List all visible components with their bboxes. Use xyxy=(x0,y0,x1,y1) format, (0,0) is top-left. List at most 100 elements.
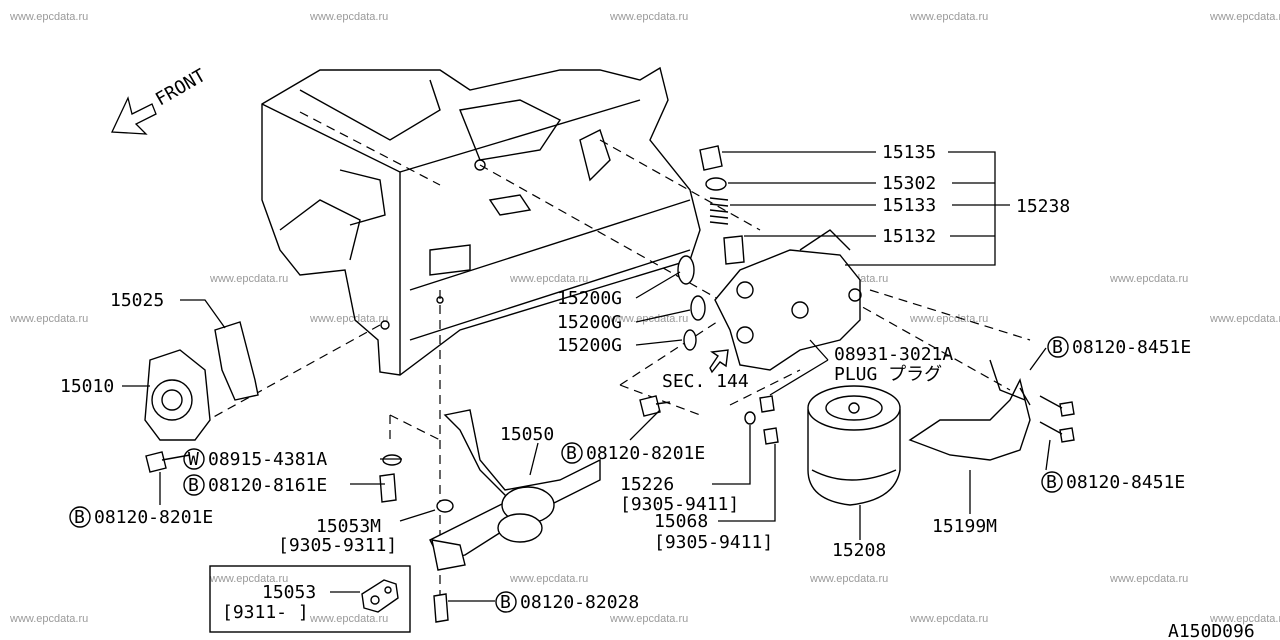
watermark: www.epcdata.ru xyxy=(209,573,288,585)
plug-text-label: PLUG プラグ xyxy=(834,364,942,385)
watermark: www.epcdata.ru xyxy=(609,11,688,23)
part-label-15200g: 15200G xyxy=(557,312,622,333)
bolt-icon xyxy=(1039,395,1075,417)
watermark: www.epcdata.ru xyxy=(609,613,688,625)
spring-15133 xyxy=(709,197,729,225)
front-label: FRONT xyxy=(152,65,210,110)
part-label-15199m: 15199M xyxy=(932,516,997,537)
diagram-code: A150D096 xyxy=(1168,621,1255,640)
watermark: www.epcdata.ru xyxy=(209,273,288,285)
plug-code-label: 08931-3021A xyxy=(834,344,953,365)
sec-arrow-icon xyxy=(709,349,729,374)
part-label-15068: 15068 xyxy=(654,511,708,532)
bolt-b-symbol-label: B xyxy=(74,507,85,528)
part-label-15135: 15135 xyxy=(882,142,936,163)
oil-filter xyxy=(807,385,901,506)
part-label-15226: 15226 xyxy=(620,474,674,495)
watermark: www.epcdata.ru xyxy=(1209,613,1280,625)
part-label-15010: 15010 xyxy=(60,376,114,397)
watermark: www.epcdata.ru xyxy=(1209,11,1280,23)
bolt-b-symbol-label: B xyxy=(566,443,577,464)
plate-15053 xyxy=(361,579,399,613)
washer-icon xyxy=(382,454,402,466)
washer-w-symbol-label: W xyxy=(188,449,199,470)
baffle-plate xyxy=(908,359,1031,461)
bolts xyxy=(145,395,1075,623)
bolt-label-8201-mid: 08120-8201E xyxy=(586,443,705,464)
watermark: www.epcdata.ru xyxy=(509,573,588,585)
valve-15132 xyxy=(723,235,745,265)
bolt-icon xyxy=(145,451,191,473)
bolt-b-symbol-label: B xyxy=(1046,472,1057,493)
part-label-15238: 15238 xyxy=(1016,196,1070,217)
watermark: www.epcdata.ru xyxy=(509,273,588,285)
bolt-icon xyxy=(639,395,671,417)
o-ring xyxy=(436,499,454,513)
o-ring xyxy=(690,295,706,321)
part-label-15025: 15025 xyxy=(110,290,164,311)
washer-15302 xyxy=(705,177,727,191)
inset-15053 xyxy=(209,565,411,633)
watermark: www.epcdata.ru xyxy=(909,613,988,625)
part-label-15200g: 15200G xyxy=(557,335,622,356)
bolt-icon xyxy=(433,593,449,623)
oil-strainer xyxy=(429,409,601,571)
bolt-b-symbol xyxy=(1047,336,1069,358)
watermark: www.epcdata.ru xyxy=(1109,273,1188,285)
bolt-b-symbol xyxy=(561,442,583,464)
bolt-b-symbol-label: B xyxy=(188,475,199,496)
o-rings xyxy=(677,255,706,351)
part-label-15226-range: [9305-9411] xyxy=(620,494,739,515)
bolt-icon xyxy=(1039,421,1075,443)
watermark: www.epcdata.ru xyxy=(9,313,88,325)
part-label-15133: 15133 xyxy=(882,195,936,216)
bolt-b-symbol-label: B xyxy=(1052,337,1063,358)
watermark: www.epcdata.ru xyxy=(9,11,88,23)
front-arrow-icon: FRONT xyxy=(111,65,210,135)
watermark: www.epcdata.ru xyxy=(309,11,388,23)
bolt-b-symbol xyxy=(495,591,517,613)
part-label-15053m: 15053M xyxy=(316,516,381,537)
part-label-15068-range: [9305-9411] xyxy=(654,532,773,553)
bolt-icon xyxy=(379,473,397,503)
o-ring xyxy=(683,329,697,351)
watermark: www.epcdata.ru xyxy=(309,313,388,325)
washer-label-4381: 08915-4381A xyxy=(208,449,327,470)
watermark: www.epcdata.ru xyxy=(1209,313,1280,325)
watermark: www.epcdata.ru xyxy=(909,313,988,325)
part-labels: 15135 15302 15133 15132 15238 15200G 152… xyxy=(60,142,1255,640)
part-label-15053: 15053 xyxy=(262,582,316,603)
gasket-15025 xyxy=(214,321,259,401)
sec-144-label: SEC. 144 xyxy=(662,371,749,392)
bolt-b-symbol xyxy=(183,474,205,496)
part-label-15208: 15208 xyxy=(832,540,886,561)
washer-w-symbol xyxy=(183,448,205,470)
part-label-15050: 15050 xyxy=(500,424,554,445)
watermark: www.epcdata.ru xyxy=(309,613,388,625)
inset-frame xyxy=(209,565,411,633)
bolt-b-symbol xyxy=(69,506,91,528)
part-label-15053-range: [9311- ] xyxy=(222,602,309,623)
bolt-label-8451-top: 08120-8451E xyxy=(1072,337,1191,358)
part-label-15200g: 15200G xyxy=(557,288,622,309)
o-ring xyxy=(677,255,695,285)
bolt-label-8201-left: 08120-8201E xyxy=(94,507,213,528)
oil-pump xyxy=(144,321,259,441)
symbol-circles: B B B W B B B xyxy=(69,336,1069,613)
watermark: www.epcdata.ru xyxy=(909,11,988,23)
part-label-15132: 15132 xyxy=(882,226,936,247)
watermark-group: www.epcdata.ru www.epcdata.ru www.epcdat… xyxy=(9,11,1280,625)
bolt-icon xyxy=(763,427,779,445)
oil-filter-bracket xyxy=(714,229,862,371)
bolt-label-8161: 08120-8161E xyxy=(208,475,327,496)
part-label-15053m-range: [9305-9311] xyxy=(278,535,397,556)
engine-block xyxy=(261,66,701,376)
watermark: www.epcdata.ru xyxy=(809,573,888,585)
leader-lines xyxy=(122,151,1051,602)
bolt-icon xyxy=(759,395,775,413)
relief-valve-parts xyxy=(699,145,745,265)
bolt-label-8451-bottom: 08120-8451E xyxy=(1066,472,1185,493)
bolt-b-symbol xyxy=(1041,471,1063,493)
